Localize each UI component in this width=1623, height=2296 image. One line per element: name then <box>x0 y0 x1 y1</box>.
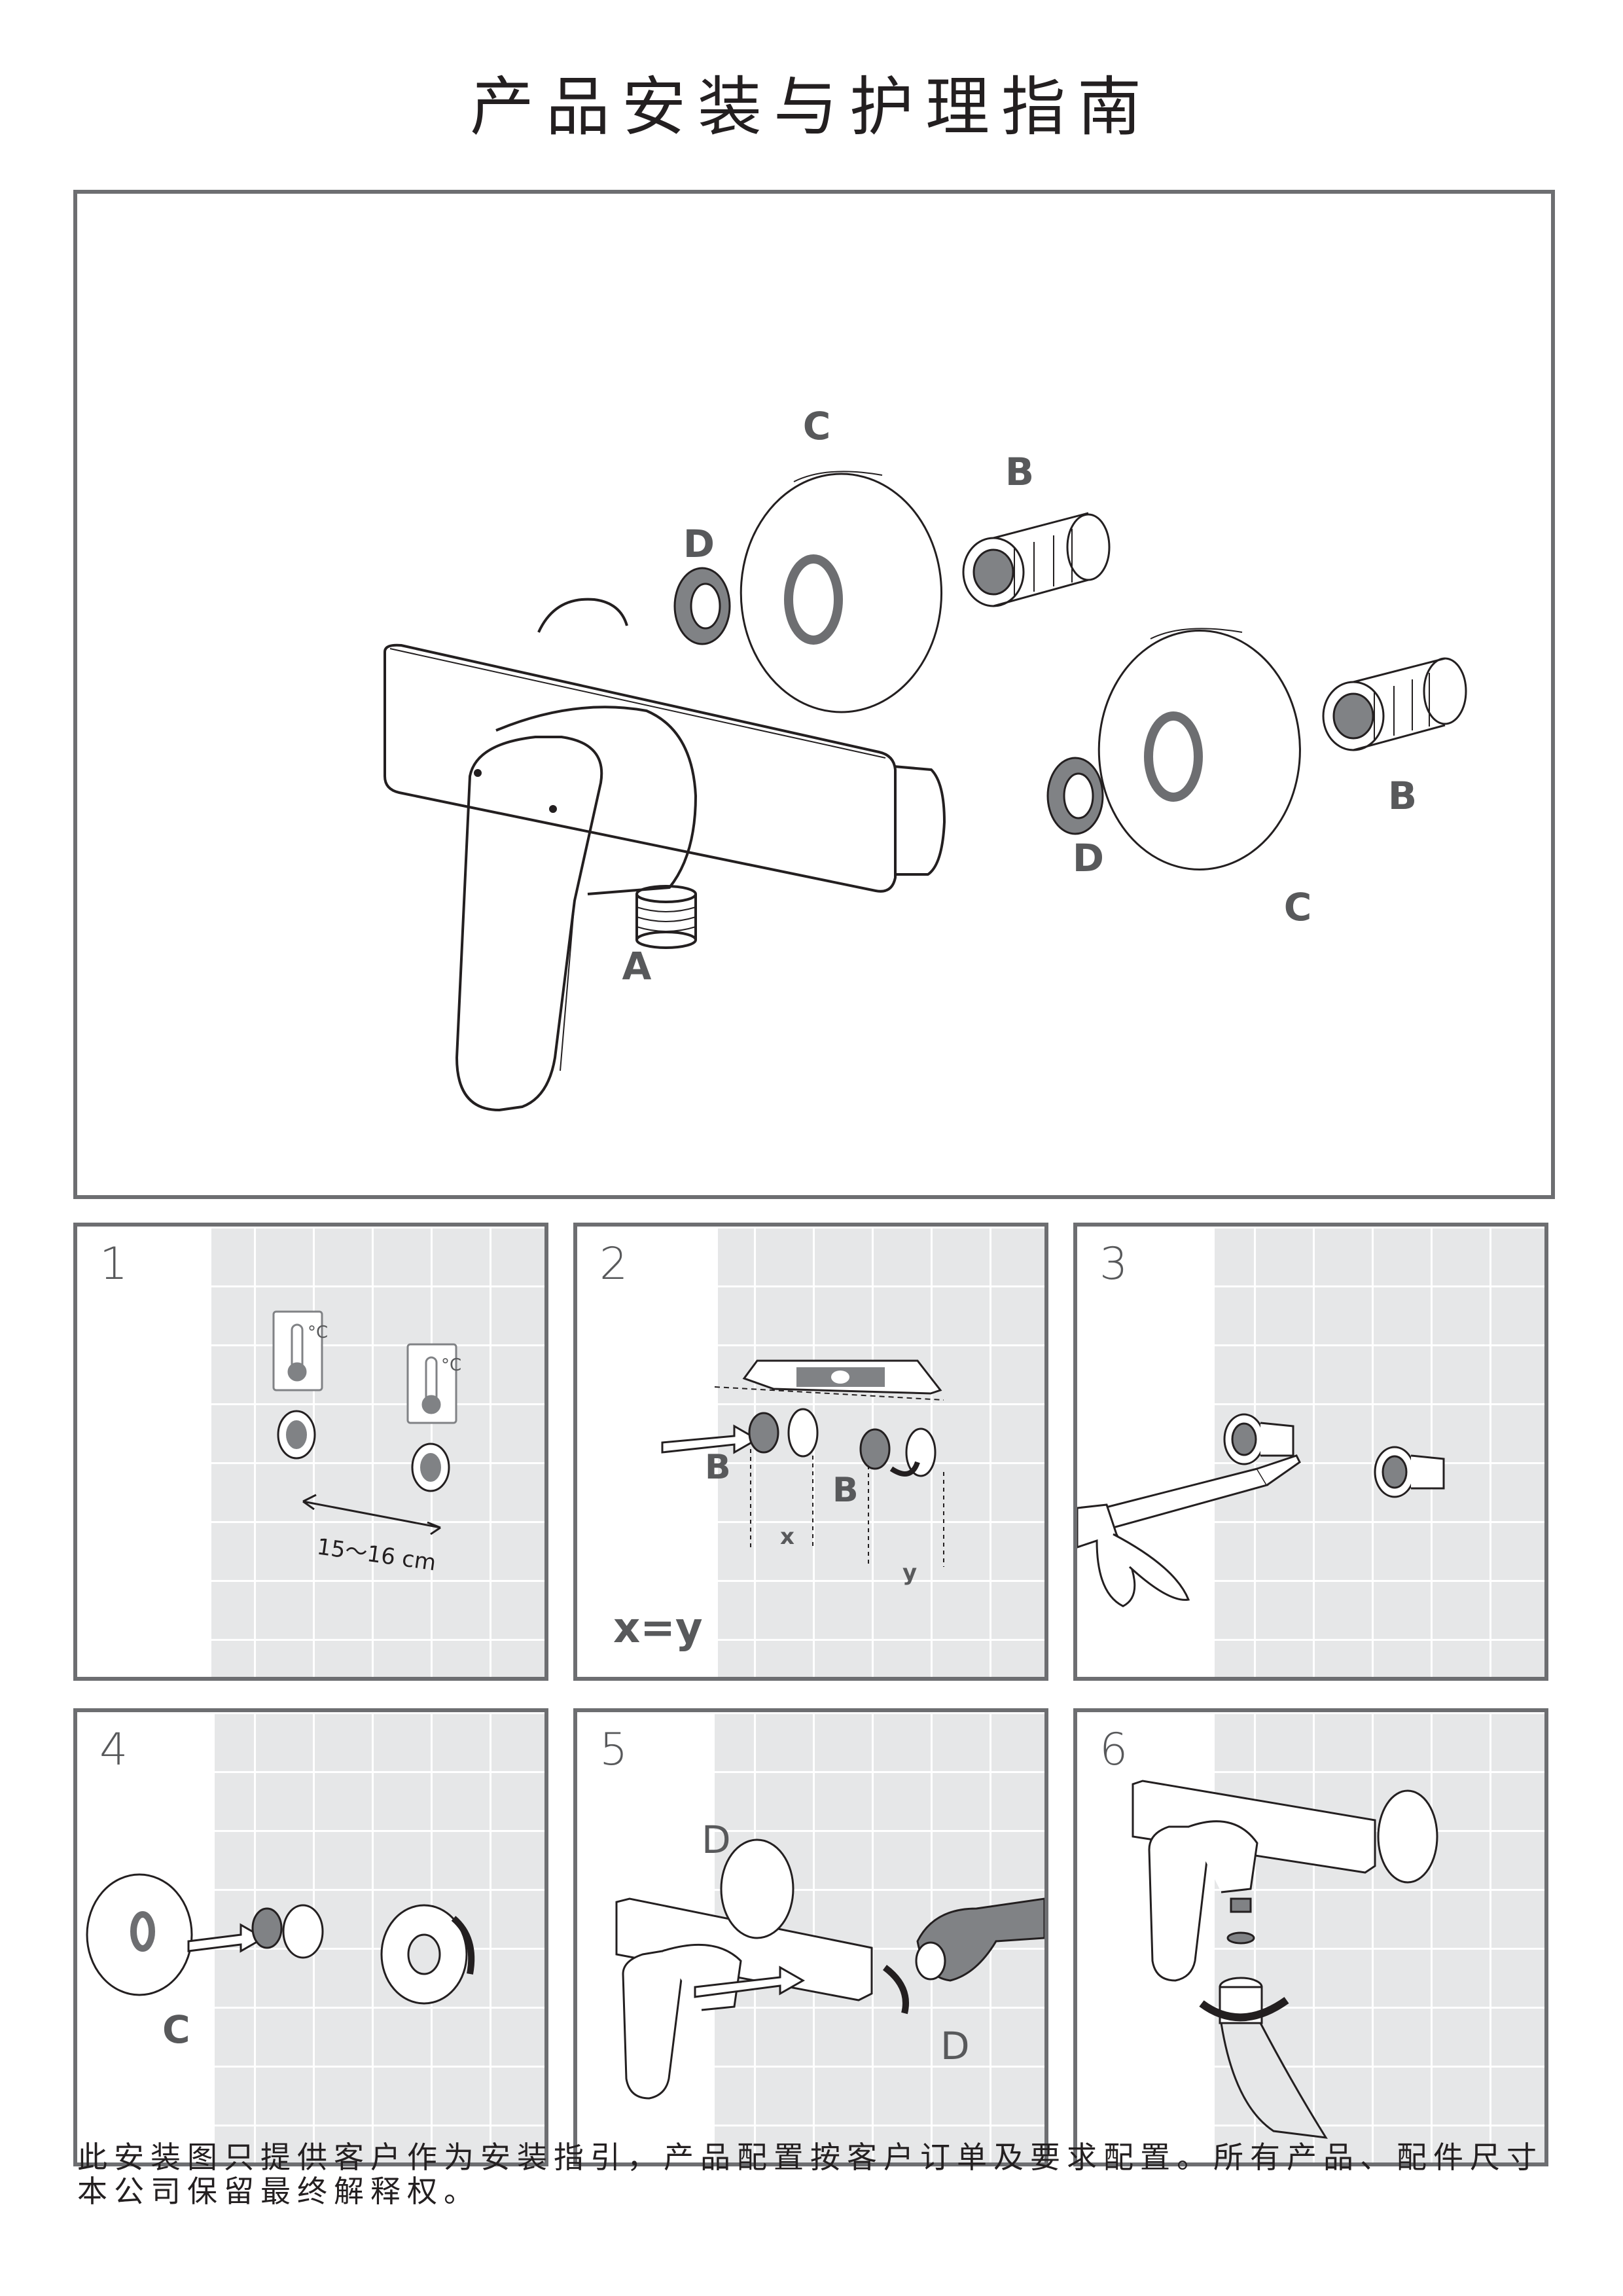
step-6-diagram <box>1132 1712 1544 2162</box>
arrow <box>694 1965 806 1998</box>
exploded-view-panel: C B D B D C A <box>73 190 1555 1199</box>
label-c-top: C <box>803 404 831 448</box>
connector-b2 <box>859 1427 936 1477</box>
mixer-right-cap <box>893 765 946 876</box>
step-3-panel: 3 <box>1073 1223 1548 1681</box>
mixer-body <box>383 643 897 893</box>
page-title: 产品安装与护理指南 <box>469 70 1153 145</box>
cover-plate-c <box>86 1873 193 1996</box>
connector <box>251 1904 324 1959</box>
step-2-diagram: B B x y x=y <box>613 1227 1044 1677</box>
step-4-diagram: C <box>86 1712 544 2162</box>
cover-plate-c-bottom <box>1097 628 1301 870</box>
step-1-diagram: °C °C 15～16 cm <box>211 1227 544 1677</box>
formula-x-equals-y: x=y <box>613 1604 703 1653</box>
cover-plate <box>720 1839 794 1939</box>
step-number: 1 <box>99 1238 128 1290</box>
temp-unit-right: °C <box>441 1355 461 1375</box>
step-number: 4 <box>99 1724 128 1776</box>
lever-handle <box>455 736 603 1111</box>
connector-b1 <box>748 1408 819 1458</box>
connector-left <box>1223 1413 1294 1465</box>
step-5-panel: D D 5 <box>573 1708 1048 2166</box>
rotate-arrow <box>1199 1997 1289 2022</box>
connector-right <box>1374 1446 1445 1498</box>
push-arrow <box>187 1923 266 1953</box>
insert-arrow <box>661 1424 760 1454</box>
distance-arrow <box>302 1494 441 1535</box>
shower-hose <box>1220 2022 1328 2139</box>
label-a: A <box>622 944 652 988</box>
label-d-bottom: D <box>1073 836 1104 880</box>
pipe-outlet-right <box>411 1443 450 1492</box>
step-4-panel: C 4 <box>73 1708 548 2166</box>
label-b-top: B <box>1005 450 1034 494</box>
mixer-top-inlet <box>537 598 628 633</box>
label-c: C <box>162 2007 190 2052</box>
label-d-top: D <box>702 1818 731 1862</box>
temperature-marker-right <box>406 1343 457 1424</box>
step-2-panel: B B x y x=y 2 <box>573 1223 1048 1681</box>
label-c-bottom: C <box>1284 885 1312 929</box>
washer-d-bottom <box>1046 757 1104 835</box>
label-b2: B <box>832 1471 859 1510</box>
handle-cylinder <box>495 706 697 895</box>
step-5-diagram: D D <box>615 1712 1044 2162</box>
step-number: 2 <box>599 1238 628 1290</box>
footer-note: 此安装图只提供客户作为安装指引，产品配置按客户订单及要求配置。所有产品、配件尺寸… <box>77 2140 1543 2209</box>
step-number: 5 <box>599 1724 628 1776</box>
label-x: x <box>780 1524 794 1550</box>
step-6-panel: 6 <box>1073 1708 1548 2166</box>
label-d-bottom: D <box>940 2024 970 2068</box>
label-b-right: B <box>1388 774 1417 818</box>
eccentric-connector-b-right <box>1322 657 1467 751</box>
temperature-marker-left <box>272 1310 323 1391</box>
sealant-gun <box>1077 1454 1301 1607</box>
exploded-view-diagram: C B D B D C A <box>383 404 1467 1111</box>
washer-d-top <box>673 567 731 645</box>
label-b1: B <box>705 1448 731 1487</box>
step-number: 3 <box>1099 1238 1128 1290</box>
cover-plate-c-top <box>740 471 943 713</box>
label-d-top: D <box>683 522 715 566</box>
label-y: y <box>902 1560 917 1586</box>
step-number: 6 <box>1099 1724 1128 1776</box>
installed-cover <box>380 1904 475 2005</box>
step-1-panel: °C °C 15～16 cm 1 <box>73 1223 548 1681</box>
temp-unit-left: °C <box>308 1323 328 1342</box>
eccentric-connector-b-top <box>962 512 1111 607</box>
step-3-diagram <box>1077 1227 1544 1677</box>
mixer-body <box>1132 1780 1438 1982</box>
pipe-outlet-left <box>277 1410 316 1460</box>
wrench <box>915 1897 1044 1982</box>
outlet-thread-a <box>635 885 697 949</box>
